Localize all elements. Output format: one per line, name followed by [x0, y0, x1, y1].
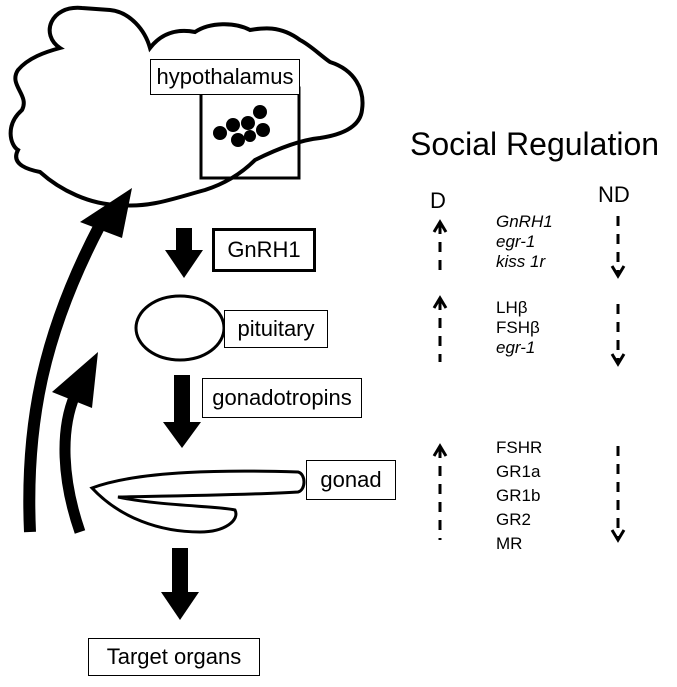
feedback-arrow-long-head [80, 188, 132, 238]
down-arrow-target [161, 548, 199, 620]
social-regulation-title: Social Regulation [410, 126, 660, 162]
feedback-arrow-short-head [52, 352, 98, 408]
gene-mr: MR [496, 534, 523, 553]
gnrh1-label: GnRH1 [212, 228, 316, 272]
d-arrow-group-2 [432, 295, 448, 362]
gonad-shape [89, 469, 306, 534]
gene-gnrh1: GnRH1 [496, 212, 553, 231]
gene-gr2: GR2 [496, 510, 531, 529]
nd-arrow-group-1 [610, 216, 626, 279]
d-arrow-group-1 [432, 219, 448, 276]
gene-group-1: GnRH1 egr-1 kiss 1r [496, 212, 553, 272]
down-arrow-gonadotropins [163, 375, 201, 448]
nd-arrow-group-3 [610, 446, 626, 543]
column-nd-header: ND [598, 182, 630, 207]
gonadotropins-label: gonadotropins [202, 378, 362, 418]
gene-gr1b: GR1b [496, 486, 541, 505]
feedback-arrow-long [23, 222, 106, 533]
pituitary-label: pituitary [224, 310, 328, 348]
gonad-label: gonad [306, 460, 396, 500]
column-d-header: D [430, 188, 446, 213]
gene-group-3: FSHR GR1a GR1b GR2 MR [496, 436, 542, 556]
gene-fshb: FSHβ [496, 318, 540, 337]
d-arrow-group-3 [432, 443, 448, 540]
hypothalamus-label: hypothalamus [150, 59, 300, 95]
gene-gr1a: GR1a [496, 462, 541, 481]
nd-arrow-group-2 [610, 304, 626, 367]
target-organs-label: Target organs [88, 638, 260, 676]
gene-lhb: LHβ [496, 298, 528, 317]
gene-fshr: FSHR [496, 438, 543, 457]
gene-egr1-pituitary: egr-1 [496, 338, 536, 357]
down-arrow-gnrh1 [165, 228, 203, 278]
pituitary-shape [134, 294, 226, 362]
brain-outline [8, 5, 365, 208]
gene-kiss1r: kiss 1r [496, 252, 546, 271]
feedback-arrow-short [59, 392, 86, 534]
gene-group-2: LHβ FSHβ egr-1 [496, 298, 540, 358]
neuron-cluster [213, 105, 270, 147]
gene-egr1-hypothalamus: egr-1 [496, 232, 536, 251]
